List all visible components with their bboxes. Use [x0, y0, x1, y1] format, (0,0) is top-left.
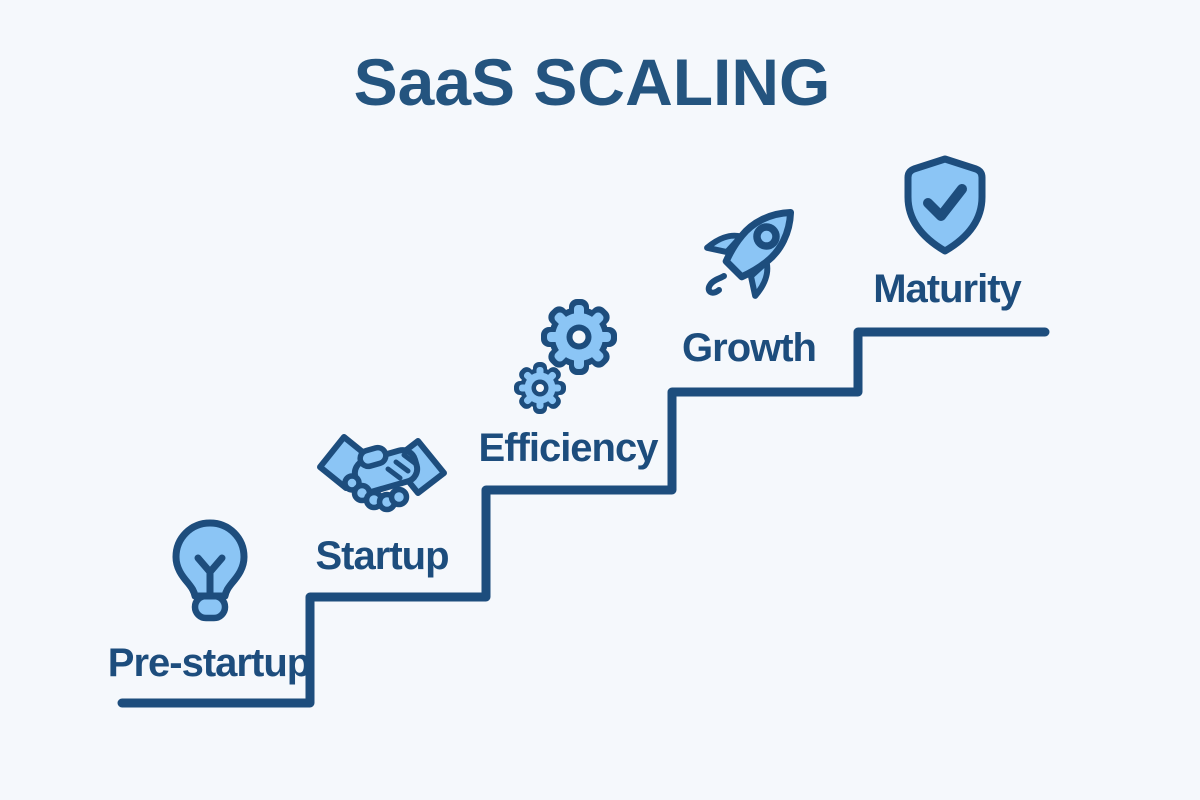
gears-icon: [514, 299, 617, 414]
stage-label-growth: Growth: [682, 326, 817, 370]
handshake-icon: [317, 434, 447, 513]
diagram-title: SaaS SCALING: [353, 45, 831, 119]
shield-check-icon: [904, 155, 986, 255]
stage-label-startup: Startup: [315, 534, 450, 578]
lightbulb-icon: [172, 519, 248, 622]
stage-label-efficiency: Efficiency: [478, 426, 659, 470]
rocket-icon: [704, 208, 795, 299]
stage-label-pre-startup: Pre-startup: [107, 641, 311, 685]
stage-label-maturity: Maturity: [873, 267, 1022, 311]
